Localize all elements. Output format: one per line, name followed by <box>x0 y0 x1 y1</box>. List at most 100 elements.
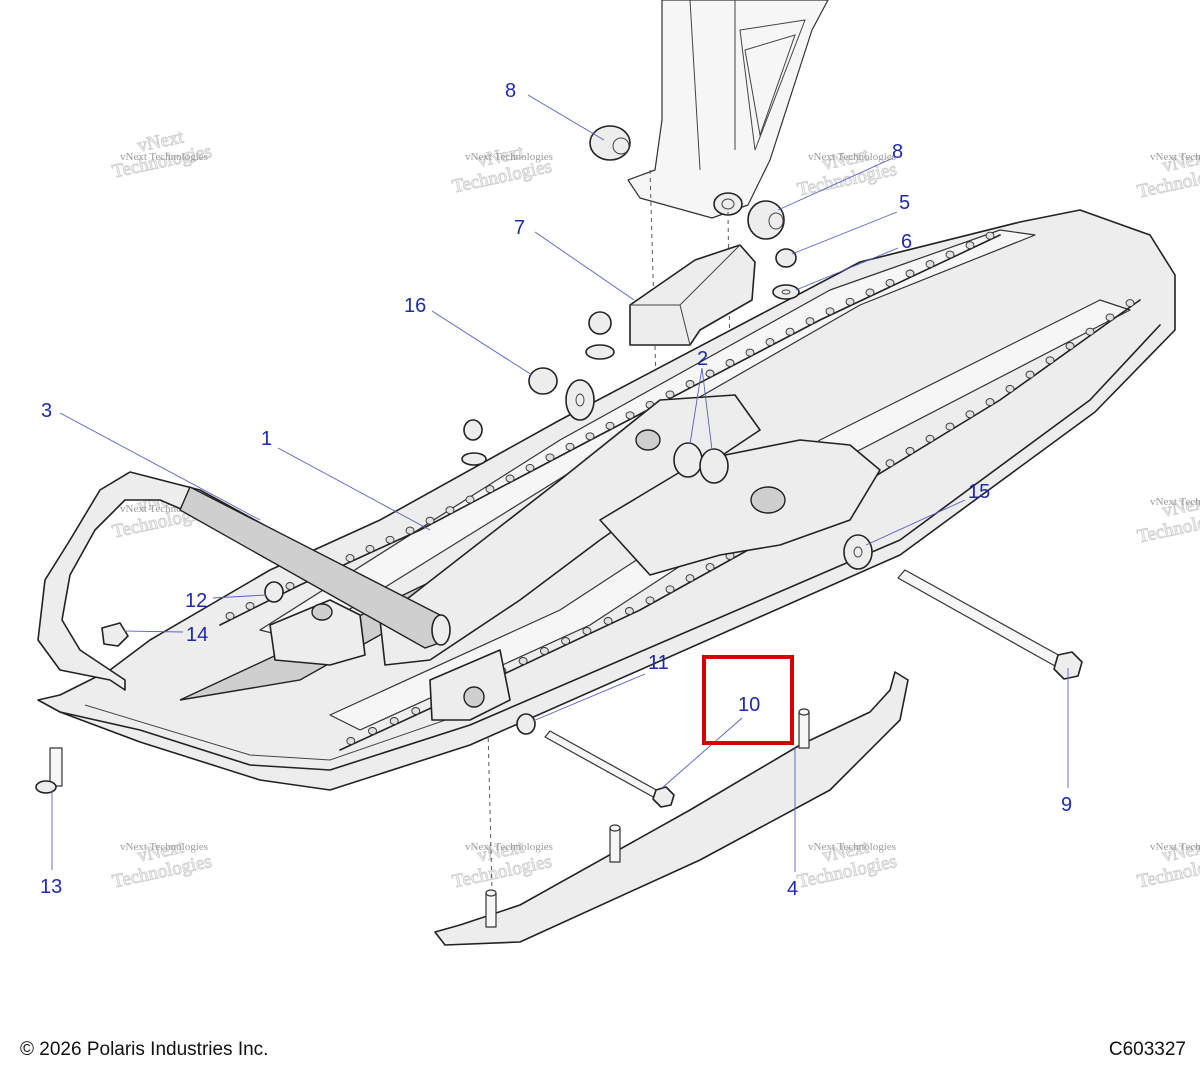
ski-spindle-part <box>627 0 829 219</box>
ski-tooth <box>965 241 975 250</box>
drawing-code: C603327 <box>1108 1039 1186 1060</box>
ski-tooth <box>624 607 634 615</box>
ski-tooth <box>685 380 695 388</box>
ski-tooth <box>665 390 675 399</box>
ski-tooth <box>561 637 571 645</box>
bolt-9-part <box>897 569 1083 680</box>
ski-tooth <box>625 411 635 420</box>
ski-tooth <box>585 432 595 441</box>
callout-labels: 8 8 5 6 7 16 2 3 1 15 12 14 11 10 9 13 4 <box>40 80 1072 900</box>
callout-11[interactable]: 11 <box>648 652 669 674</box>
watermark-text: vNext Technologies <box>1150 841 1200 853</box>
callout-9[interactable]: 9 <box>1061 794 1072 816</box>
ski-tooth <box>345 554 355 563</box>
ski-tooth <box>445 506 455 515</box>
ski-tooth <box>603 617 613 625</box>
ski-tooth <box>1085 327 1095 336</box>
watermark-text: vNext Technologies <box>120 151 208 163</box>
leader-lines <box>51 94 1069 872</box>
ski-tooth <box>1005 384 1015 393</box>
watermark-text: vNext Technologies <box>1150 496 1200 508</box>
ski-tooth <box>1125 299 1135 308</box>
callout-1[interactable]: 1 <box>261 428 272 450</box>
ski-tooth <box>665 585 675 594</box>
ski-tooth <box>865 288 875 297</box>
callout-8-right[interactable]: 8 <box>892 141 903 163</box>
ski-tooth <box>785 327 795 336</box>
watermark: Technologies vNext <box>450 141 554 198</box>
ski-tooth <box>1045 356 1055 365</box>
callout-7[interactable]: 7 <box>514 217 525 239</box>
ski-tooth <box>1025 370 1035 379</box>
ski-tooth <box>411 707 421 715</box>
ski-tooth <box>825 307 835 316</box>
ski-tooth <box>945 422 955 431</box>
watermark-text: vNext Technologies <box>120 841 208 853</box>
ski-loop-part <box>37 471 451 691</box>
carbide-wear-bar-part <box>434 671 909 946</box>
ski-tooth <box>225 612 235 620</box>
ski-tooth <box>985 231 995 240</box>
watermark-text: vNext Technologies <box>808 841 896 853</box>
ski-tooth <box>985 398 995 407</box>
callout-13[interactable]: 13 <box>40 876 62 898</box>
ski-tooth <box>405 526 415 535</box>
callout-10[interactable]: 10 <box>738 694 760 716</box>
ski-tooth <box>485 485 495 494</box>
ski-tooth <box>582 627 592 635</box>
callout-2[interactable]: 2 <box>697 348 708 370</box>
ski-tooth <box>385 535 395 544</box>
ski-tooth <box>905 269 915 278</box>
callout-4[interactable]: 4 <box>787 878 798 900</box>
callout-15[interactable]: 15 <box>968 481 990 503</box>
watermark-text: vNext Technologies <box>465 841 553 853</box>
ski-tooth <box>389 717 399 725</box>
ski-tooth <box>645 596 655 605</box>
ski-tooth <box>725 359 735 367</box>
callout-3[interactable]: 3 <box>41 400 52 422</box>
ski-tooth <box>685 574 695 583</box>
ski-tooth <box>368 727 377 735</box>
ski-tooth <box>565 442 575 451</box>
ski-saddle-part <box>269 394 881 721</box>
highlight-box-callout-10 <box>702 655 794 745</box>
ski-tooth <box>925 260 935 269</box>
bolt-10-part <box>544 730 675 808</box>
callout-6[interactable]: 6 <box>901 231 912 253</box>
ski-tooth <box>745 348 755 357</box>
callout-14[interactable]: 14 <box>186 624 208 646</box>
ski-tooth <box>705 369 715 378</box>
watermark-text: vNext Technologies <box>1150 151 1200 163</box>
callout-8-top[interactable]: 8 <box>505 80 516 102</box>
ski-tooth <box>845 297 855 306</box>
ski-tooth <box>525 463 535 472</box>
ski-tooth <box>539 647 549 655</box>
bolt-13-part <box>35 747 63 794</box>
watermark-text: vNext Technologies <box>465 151 553 163</box>
ski-tooth <box>705 563 715 572</box>
ski-tooth <box>885 278 895 287</box>
ski-tooth <box>245 602 255 610</box>
watermark-text: vNext Technologies <box>808 151 896 163</box>
ski-tooth <box>1105 313 1115 322</box>
ski-tooth <box>285 582 295 590</box>
ski-tooth <box>805 317 815 326</box>
ski-tooth <box>925 434 935 443</box>
ski-tooth <box>545 453 555 462</box>
ski-tooth <box>1065 342 1075 350</box>
ski-tooth <box>605 421 615 430</box>
hardware-parts <box>101 125 873 735</box>
ski-tooth <box>518 657 528 665</box>
copyright-notice: © 2026 Polaris Industries Inc. <box>20 1039 269 1060</box>
callout-5[interactable]: 5 <box>899 192 910 214</box>
ski-tooth <box>425 516 435 525</box>
ski-tooth <box>885 459 895 468</box>
ski-tooth <box>365 544 375 553</box>
watermark: Technologies vNext <box>795 144 899 201</box>
ski-tooth <box>465 495 475 504</box>
ski-tooth <box>765 338 775 347</box>
callout-16[interactable]: 16 <box>404 295 426 317</box>
callout-12[interactable]: 12 <box>185 590 207 612</box>
